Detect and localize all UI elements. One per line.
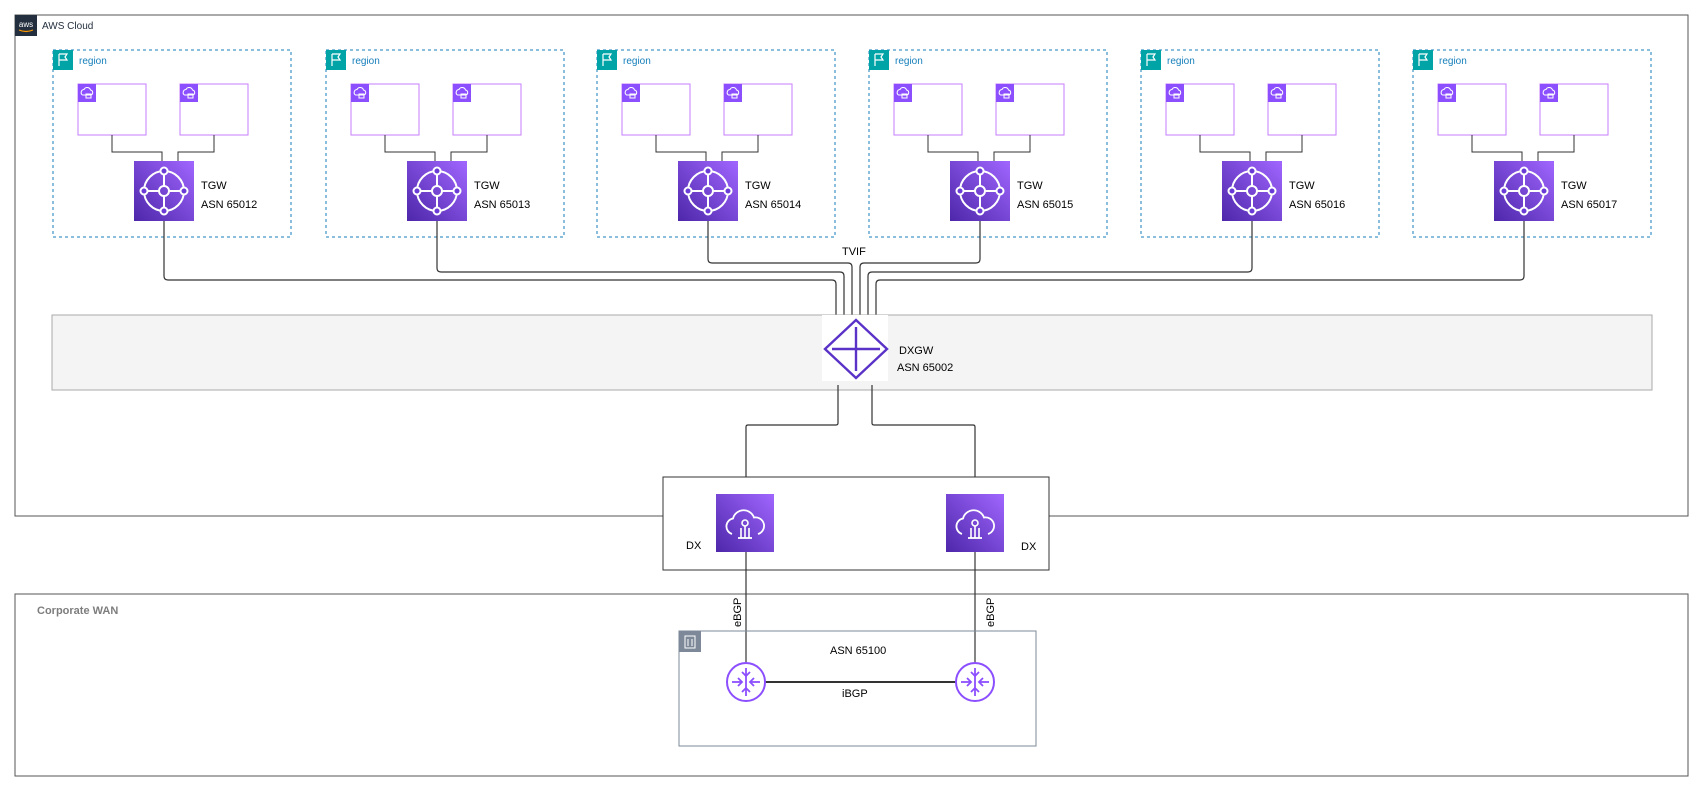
subnet-icon xyxy=(1267,83,1287,103)
svg-text:aws: aws xyxy=(19,20,33,29)
tvif-connection-line xyxy=(867,221,1253,318)
region-flag-icon xyxy=(52,49,74,71)
tgw-label: TGW xyxy=(1561,180,1587,192)
subnet-connector xyxy=(927,135,979,161)
dx-left-label: DX xyxy=(686,540,702,552)
region-boundary xyxy=(1412,49,1652,238)
subnet-icon xyxy=(1437,83,1457,103)
tgw-label: TGW xyxy=(474,180,500,192)
subnet-connector xyxy=(384,135,436,161)
region-boundary xyxy=(1140,49,1380,238)
tvif-connection-line xyxy=(163,221,837,318)
subnet-connector xyxy=(1537,135,1575,161)
tvif-connection-line xyxy=(859,221,981,318)
region-flag-icon xyxy=(1412,49,1434,71)
tgw-label: TGW xyxy=(201,180,227,192)
subnet-box xyxy=(179,83,249,136)
tgw-asn-label: ASN 65017 xyxy=(1561,199,1618,211)
transit-gateway-icon xyxy=(1493,160,1555,222)
tvif-connection-line xyxy=(436,221,845,318)
tgw-label: TGW xyxy=(745,180,771,192)
subnet-connector xyxy=(721,135,759,161)
region-group xyxy=(325,49,565,238)
tvif-connection-line xyxy=(707,221,853,318)
subnet-icon xyxy=(179,83,199,103)
region-group xyxy=(868,49,1108,238)
corporate-datacenter xyxy=(678,630,1037,747)
transit-gateway-icon xyxy=(677,160,739,222)
subnet-connector xyxy=(993,135,1031,161)
corporate-wan-label: Corporate WAN xyxy=(37,605,119,617)
subnet-connector xyxy=(1471,135,1523,161)
tvif-connection-line xyxy=(875,221,1525,318)
region-label: region xyxy=(895,56,923,67)
region-boundary xyxy=(325,49,565,238)
region-label: region xyxy=(79,56,107,67)
router-right-icon xyxy=(955,662,995,702)
region-flag-icon xyxy=(325,49,347,71)
tgw-label: TGW xyxy=(1017,180,1043,192)
region-group xyxy=(52,49,292,238)
subnet-connector xyxy=(177,135,215,161)
transit-gateway-icon xyxy=(406,160,468,222)
tgw-asn-label: ASN 65014 xyxy=(745,199,802,211)
region-boundary xyxy=(868,49,1108,238)
subnet-icon xyxy=(621,83,641,103)
subnet-icon xyxy=(1165,83,1185,103)
region-label: region xyxy=(623,56,651,67)
region-flag-icon xyxy=(868,49,890,71)
subnet-icon xyxy=(723,83,743,103)
dxgw-label: DXGW xyxy=(899,345,934,357)
subnet-icon xyxy=(893,83,913,103)
transit-gateway-icon xyxy=(133,160,195,222)
subnet-icon xyxy=(1539,83,1559,103)
dxgw-to-dx-left-line xyxy=(745,385,839,495)
subnet-icon xyxy=(77,83,97,103)
dx-left-icon xyxy=(715,493,775,553)
dx-right-label: DX xyxy=(1021,541,1037,553)
region-flag-icon xyxy=(1140,49,1162,71)
tgw-label: TGW xyxy=(1289,180,1315,192)
region-boundary xyxy=(52,49,292,238)
dxgw-icon xyxy=(823,318,889,380)
tgw-asn-label: ASN 65013 xyxy=(474,199,531,211)
tgw-asn-label: ASN 65012 xyxy=(201,199,258,211)
region-group xyxy=(1412,49,1652,238)
ebgp-right-label: eBGP xyxy=(985,597,997,627)
region-label: region xyxy=(1167,56,1195,67)
dxgw-asn-label: ASN 65002 xyxy=(897,362,954,374)
tgw-asn-label: ASN 65015 xyxy=(1017,199,1074,211)
subnet-icon xyxy=(452,83,472,103)
dx-right-icon xyxy=(945,493,1005,553)
transit-gateway-icon xyxy=(949,160,1011,222)
region-label: region xyxy=(352,56,380,67)
region-group xyxy=(1140,49,1380,238)
subnet-connector xyxy=(450,135,488,161)
region-label: region xyxy=(1439,56,1467,67)
subnet-connector xyxy=(1199,135,1251,161)
ebgp-left-label: eBGP xyxy=(732,597,744,627)
region-group xyxy=(596,49,836,238)
subnet-connector xyxy=(1265,135,1303,161)
region-flag-icon xyxy=(596,49,618,71)
aws-cloud-label: AWS Cloud xyxy=(42,21,94,32)
aws-logo-icon: aws xyxy=(15,15,37,36)
subnet-connector xyxy=(655,135,707,161)
ibgp-label: iBGP xyxy=(842,688,868,700)
tgw-asn-label: ASN 65016 xyxy=(1289,199,1346,211)
datacenter-building-icon xyxy=(679,631,701,652)
subnet-icon xyxy=(350,83,370,103)
subnet-connector xyxy=(111,135,163,161)
tvif-label: TVIF xyxy=(842,246,866,258)
corporate-wan-group xyxy=(14,593,1689,777)
corporate-asn-label: ASN 65100 xyxy=(830,645,887,657)
router-left-icon xyxy=(726,662,766,702)
dxgw-to-dx-right-line xyxy=(871,385,976,495)
region-boundary xyxy=(596,49,836,238)
subnet-icon xyxy=(995,83,1015,103)
transit-gateway-icon xyxy=(1221,160,1283,222)
